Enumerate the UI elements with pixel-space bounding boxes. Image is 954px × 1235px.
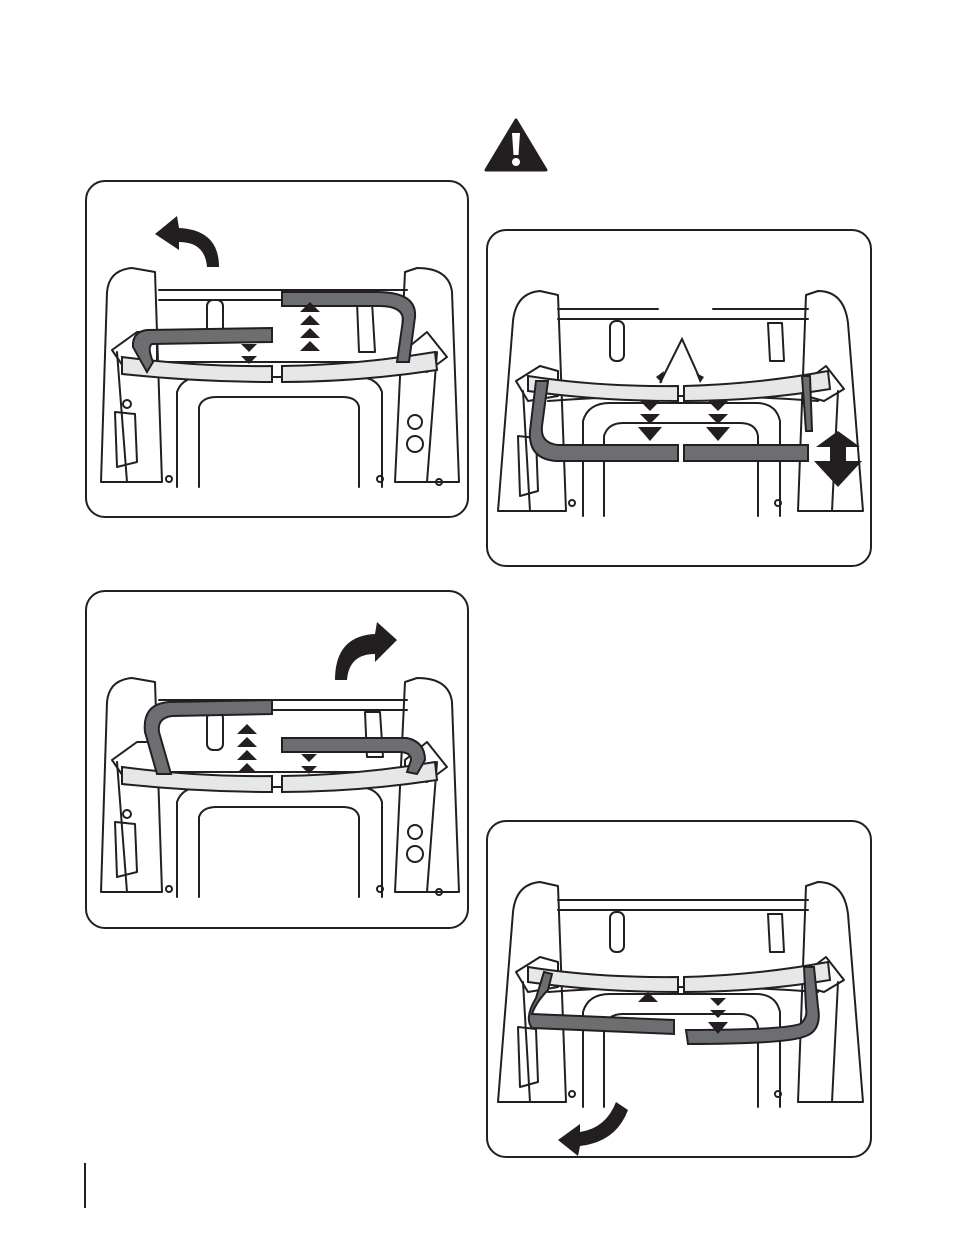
figure-handle-fold-right	[85, 590, 469, 929]
figure-handle-height-adjust	[486, 229, 872, 567]
curved-arrow-icon	[335, 622, 397, 680]
leader-line-arrow-icon	[660, 339, 700, 383]
mower-illustration	[488, 231, 872, 567]
mower-illustration	[87, 182, 469, 518]
figure-handle-fold-down	[486, 820, 872, 1158]
mower-illustration	[87, 592, 469, 929]
curved-arrow-icon	[558, 1102, 628, 1156]
handle-bar-dark-right	[282, 292, 415, 362]
page-margin-rule	[84, 1163, 86, 1208]
curved-arrow-icon	[155, 216, 219, 267]
warning-triangle-icon	[484, 117, 548, 173]
figure-handle-fold-left	[85, 180, 469, 518]
mower-illustration	[488, 822, 872, 1158]
up-down-arrow-icon	[814, 431, 862, 487]
